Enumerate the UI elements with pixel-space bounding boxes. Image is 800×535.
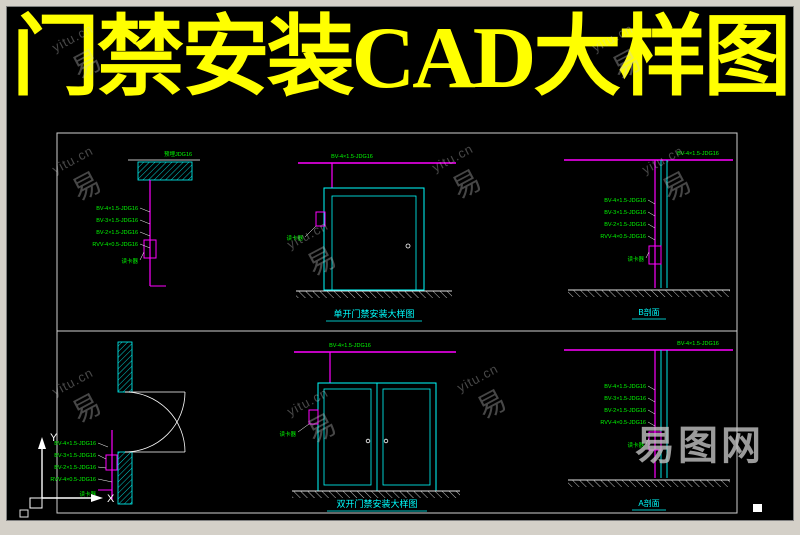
ucs-icon: Y X [29, 432, 115, 509]
leader-line [297, 423, 310, 433]
ucs-origin-box [29, 497, 43, 509]
ceiling-wire-label: BV-4×1.5-JDG16 [329, 343, 371, 349]
door-leaf-left [323, 388, 372, 486]
door-handle [383, 438, 389, 444]
leader-line [647, 211, 656, 217]
corner-chip [753, 504, 762, 512]
door-frame-inner [331, 195, 417, 291]
panel-top-middle-single-door: BV-4×1.5-JDG16 读卡器 单开门禁安装大样图 [286, 154, 456, 322]
device-label: 读卡器 [279, 430, 296, 438]
wire-label: BV-2×1.5-JDG16 [604, 222, 646, 228]
wire-label: BV-2×1.5-JDG16 [604, 408, 646, 414]
ucs-x-label: X [107, 493, 115, 505]
leader-line [304, 225, 317, 238]
leader-line [139, 251, 145, 261]
wire-label: RVV-4×0.5-JDG16 [600, 234, 646, 240]
ucs-y-label: Y [50, 432, 58, 444]
card-reader-box [143, 239, 157, 259]
wire-label: RVV-4×0.5-JDG16 [92, 242, 138, 248]
panel-bottom-middle-double-door: BV-4×1.5-JDG16 读卡器 双开门禁安装大样图 [279, 343, 460, 512]
panel-bottom-left-plan: BV-4×1.5-JDG16 BV-3×1.5-JDG16 BV-2×1.5-J… [50, 341, 186, 505]
door-handle [365, 438, 371, 444]
leader-line [647, 397, 656, 403]
frame-border [56, 132, 738, 514]
wire-label: BV-3×1.5-JDG16 [96, 218, 138, 224]
ucs-x-arrowhead [91, 494, 103, 502]
panel-bottom-right-section: BV-4×1.5-JDG16 BV-4×1.5-JDG16 BV-3×1.5-J… [564, 341, 733, 511]
leader-line [647, 235, 656, 241]
device-label: 读卡器 [79, 490, 96, 498]
yitu-brand-watermark: 易图网 [635, 424, 764, 468]
wire-label: RVV-4×0.5-JDG16 [50, 477, 96, 483]
leader-line [139, 219, 151, 225]
device-label: 读卡器 [627, 441, 644, 449]
panel-caption: 双开门禁安装大样图 [336, 498, 417, 509]
leader-line [139, 207, 151, 213]
leader-line [647, 385, 656, 391]
card-reader-box [648, 245, 662, 265]
panel-top-left-wall-section: 预埋JDG16 BV-4×1.5-JDG16 BV-3×1.5-JDG16 BV… [92, 150, 200, 287]
ground-hatch [568, 480, 730, 487]
wire-label: BV-4×1.5-JDG16 [54, 441, 96, 447]
wire-label: RVV-4×0.5-JDG16 [600, 420, 646, 426]
card-reader-box [315, 211, 326, 227]
wire-label: BV-4×1.5-JDG16 [604, 198, 646, 204]
leader-line [647, 199, 656, 205]
device-label: 读卡器 [627, 255, 644, 263]
panel-caption: 单开门禁安装大样图 [333, 308, 414, 319]
leader-line [139, 243, 151, 249]
ceiling-wire-label: BV-4×1.5-JDG16 [331, 154, 373, 160]
panel-caption: B剖面 [638, 307, 659, 317]
wall-hatch [117, 341, 133, 393]
ceiling-wire-label: BV-4×1.5-JDG16 [677, 151, 719, 157]
leader-line [645, 437, 650, 445]
corner-chip [19, 509, 29, 518]
device-label: 读卡器 [121, 257, 138, 265]
wire-label: BV-2×1.5-JDG16 [96, 230, 138, 236]
leader-line [645, 251, 650, 259]
device-label: 读卡器 [286, 234, 303, 242]
ground-hatch [292, 491, 460, 498]
leader-line [139, 231, 151, 237]
drawing-frame [56, 132, 738, 514]
leader-line [97, 478, 113, 483]
wall-hatch [137, 161, 193, 181]
door-swing-arc [124, 391, 186, 453]
wire-label: BV-4×1.5-JDG16 [96, 206, 138, 212]
leader-line [647, 223, 656, 229]
card-reader-box [308, 409, 319, 425]
ceiling-wire-label: BV-4×1.5-JDG16 [677, 341, 719, 347]
panel-caption: A剖面 [638, 498, 659, 508]
wire-label: BV-3×1.5-JDG16 [604, 396, 646, 402]
leader-line [97, 466, 107, 469]
ground-hatch [568, 290, 730, 297]
wire-label: BV-3×1.5-JDG16 [604, 210, 646, 216]
door-swing-arc [124, 391, 186, 453]
panel-top-right-section: BV-4×1.5-JDG16 BV-4×1.5-JDG16 BV-3×1.5-J… [564, 151, 733, 320]
wire-label: BV-2×1.5-JDG16 [54, 465, 96, 471]
ground-hatch [296, 291, 452, 298]
page-title: 门禁安装CAD大样图 [11, 10, 792, 107]
leader-line [647, 409, 656, 415]
ucs-y-arrowhead [38, 437, 46, 449]
door-leaf-right [382, 388, 431, 486]
leader-line [647, 421, 656, 427]
cad-canvas [6, 6, 794, 521]
card-reader-box [105, 454, 118, 471]
card-reader-box [648, 431, 662, 451]
leader-line [97, 454, 107, 460]
wall-hatch [117, 451, 133, 505]
door-frame-outer [323, 187, 425, 291]
embed-label: 预埋JDG16 [164, 150, 192, 158]
wire-label: BV-4×1.5-JDG16 [604, 384, 646, 390]
door-handle [405, 243, 411, 249]
wire-label: BV-3×1.5-JDG16 [54, 453, 96, 459]
leader-line [97, 442, 109, 448]
